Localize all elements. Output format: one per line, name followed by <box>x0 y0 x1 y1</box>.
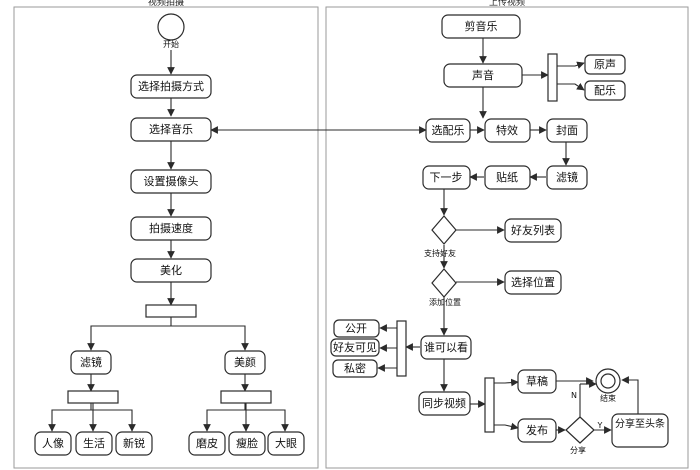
end-node: 结束 <box>595 368 621 403</box>
node-sync[interactable]: 同步视频 <box>418 391 471 416</box>
svg-text:配乐: 配乐 <box>594 84 616 97</box>
svg-text:滤镜: 滤镜 <box>556 170 578 184</box>
decision-share: 分享 N Y <box>565 391 603 455</box>
node-original[interactable]: 原声 <box>584 54 626 75</box>
svg-text:好友可见: 好友可见 <box>333 340 377 354</box>
svg-text:好友列表: 好友列表 <box>511 223 555 237</box>
svg-text:原声: 原声 <box>594 57 616 71</box>
svg-text:分享至头条: 分享至头条 <box>615 417 665 430</box>
edge-fresh <box>91 409 136 432</box>
decision-share-label: 分享 <box>570 445 586 455</box>
node-public[interactable]: 公开 <box>333 319 380 338</box>
node-speed[interactable]: 拍摄速度 <box>130 216 212 241</box>
svg-text:瘦脸: 瘦脸 <box>236 436 258 450</box>
node-portrait[interactable]: 人像 <box>34 431 72 456</box>
svg-text:滤镜: 滤镜 <box>80 355 102 369</box>
start-label: 开始 <box>163 39 179 49</box>
node-camera[interactable]: 设置摄像头 <box>130 169 212 194</box>
node-next[interactable]: 下一步 <box>422 165 471 190</box>
edge-fork-beauty <box>171 325 249 351</box>
lane-title-shooting: 视频拍摄 <box>148 0 184 8</box>
svg-text:公开: 公开 <box>345 322 367 335</box>
node-friends-visible[interactable]: 好友可见 <box>330 338 380 357</box>
svg-text:人像: 人像 <box>42 437 64 450</box>
fork-bar-visibility <box>396 320 407 377</box>
end-label: 结束 <box>600 393 616 403</box>
svg-text:声音: 声音 <box>472 68 494 82</box>
fork-bar-sound <box>547 53 558 102</box>
edge-fork-filter <box>87 317 172 351</box>
guard-yes: Y <box>597 421 603 430</box>
svg-text:美化: 美化 <box>160 263 182 277</box>
node-private[interactable]: 私密 <box>332 359 378 378</box>
svg-text:设置摄像头: 设置摄像头 <box>144 174 199 188</box>
node-slim[interactable]: 瘦脸 <box>228 431 266 456</box>
node-life[interactable]: 生活 <box>75 431 113 456</box>
edge-bigeye <box>245 409 289 432</box>
node-choose-method[interactable]: 选择拍摄方式 <box>130 74 212 99</box>
edge-soundtrack <box>557 82 585 91</box>
decision-support-friends-label: 支持好友 <box>424 248 456 258</box>
lane-title-upload: 上传视频 <box>489 0 525 8</box>
node-sticker[interactable]: 贴纸 <box>484 165 531 190</box>
node-bigeye[interactable]: 大眼 <box>267 431 305 456</box>
node-filter[interactable]: 滤镜 <box>70 350 112 375</box>
edge-toutiao-end <box>621 376 639 414</box>
node-beauty[interactable]: 美颜 <box>224 350 266 375</box>
decision-add-location: 添加位置 <box>429 268 461 307</box>
fork-bar-beauty <box>220 390 272 404</box>
node-draft[interactable]: 草稿 <box>517 369 557 394</box>
svg-text:选择拍摄方式: 选择拍摄方式 <box>138 79 204 93</box>
node-beautify[interactable]: 美化 <box>130 258 212 283</box>
edge-original <box>557 61 585 69</box>
node-effects[interactable]: 特效 <box>484 118 531 143</box>
svg-text:选配乐: 选配乐 <box>432 124 465 137</box>
edge-publish <box>494 422 519 431</box>
svg-text:美颜: 美颜 <box>234 356 256 369</box>
edge-portrait <box>48 403 92 432</box>
svg-text:发布: 发布 <box>526 423 548 437</box>
node-publish[interactable]: 发布 <box>517 418 557 443</box>
svg-text:剪音乐: 剪音乐 <box>465 19 498 33</box>
node-choose-music[interactable]: 选择音乐 <box>130 117 212 142</box>
node-friends-list[interactable]: 好友列表 <box>504 218 562 243</box>
svg-text:私密: 私密 <box>344 361 366 375</box>
svg-text:新锐: 新锐 <box>123 436 145 450</box>
fork-bar-sync <box>484 377 495 433</box>
svg-text:选择音乐: 选择音乐 <box>149 122 193 136</box>
node-cut-music[interactable]: 剪音乐 <box>441 14 521 39</box>
svg-text:封面: 封面 <box>556 123 578 137</box>
node-smooth[interactable]: 磨皮 <box>188 431 226 456</box>
svg-text:贴纸: 贴纸 <box>496 170 518 184</box>
svg-text:特效: 特效 <box>496 123 518 137</box>
svg-text:磨皮: 磨皮 <box>196 437 218 450</box>
start-node: 开始 <box>157 13 185 49</box>
node-share-toutiao[interactable]: 分享至头条 <box>611 413 669 448</box>
fork-bar-beautify <box>145 304 197 318</box>
fork-bar-filter <box>67 390 119 404</box>
svg-text:大眼: 大眼 <box>275 436 297 450</box>
decision-support-friends: 支持好友 <box>424 215 457 258</box>
node-sound[interactable]: 声音 <box>443 63 523 88</box>
guard-no: N <box>571 391 577 400</box>
svg-text:下一步: 下一步 <box>430 171 463 184</box>
svg-text:生活: 生活 <box>83 436 105 450</box>
node-soundtrack[interactable]: 配乐 <box>584 80 626 101</box>
svg-text:选择位置: 选择位置 <box>511 275 555 289</box>
svg-text:草稿: 草稿 <box>526 374 548 388</box>
left-edges <box>48 50 289 432</box>
node-cover[interactable]: 封面 <box>546 118 588 143</box>
svg-text:同步视频: 同步视频 <box>422 396 466 410</box>
edge-smooth <box>203 403 246 432</box>
node-fresh[interactable]: 新锐 <box>115 431 153 456</box>
node-select-location[interactable]: 选择位置 <box>504 270 562 295</box>
svg-text:谁可以看: 谁可以看 <box>424 340 468 354</box>
node-filter-2[interactable]: 滤镜 <box>546 165 588 190</box>
decision-add-location-label: 添加位置 <box>429 297 461 307</box>
node-visibility[interactable]: 谁可以看 <box>420 335 472 360</box>
edge-draft <box>494 378 519 387</box>
svg-text:拍摄速度: 拍摄速度 <box>149 221 193 235</box>
node-select-bgm[interactable]: 选配乐 <box>425 118 471 143</box>
right-edges <box>377 38 639 434</box>
